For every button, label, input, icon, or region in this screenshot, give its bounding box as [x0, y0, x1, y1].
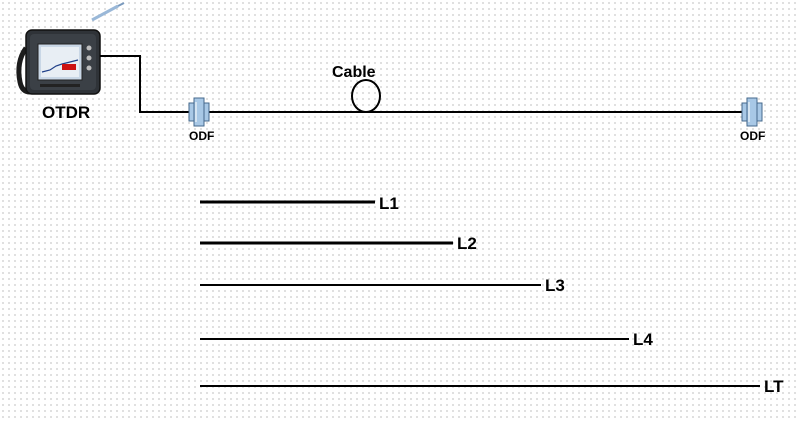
length-label-lt: LT — [764, 377, 784, 396]
odf-right-label: ODF — [740, 129, 765, 143]
cable-label: Cable — [332, 64, 376, 81]
odf-left-label: ODF — [189, 129, 214, 143]
otdr-lead-fiber — [100, 55, 196, 113]
odf-connector-left-icon — [188, 97, 210, 127]
otdr-label: OTDR — [42, 103, 90, 122]
length-label-l1: L1 — [379, 194, 399, 213]
cable-coil-icon — [351, 79, 381, 113]
length-label-l4: L4 — [633, 330, 653, 349]
length-label-l3: L3 — [545, 276, 565, 295]
otdr-device-icon — [16, 2, 125, 95]
length-label-l2: L2 — [457, 234, 477, 253]
odf-connector-right-icon — [741, 97, 763, 127]
